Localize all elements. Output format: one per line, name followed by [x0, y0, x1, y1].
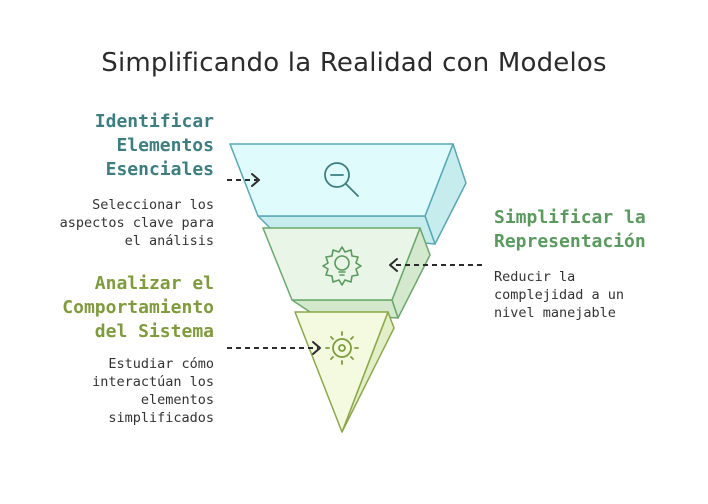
- stage-3-description: Estudiar cómo interactúan los elementos …: [92, 355, 214, 427]
- arrow-stage-2: [389, 258, 482, 272]
- stage-3-description-line: simplificados: [108, 410, 214, 426]
- stage-1-description-line: Seleccionar los: [92, 197, 214, 213]
- stage-2-heading-line: Representación: [494, 231, 646, 252]
- arrow-stage-1: [227, 173, 260, 187]
- arrow-stage-3: [227, 341, 321, 355]
- stage-1-description-line: el análisis: [124, 233, 214, 249]
- stage-2-description-line: nivel manejable: [494, 305, 616, 321]
- stage-1-heading-line: Esenciales: [105, 159, 214, 180]
- stage-3-description-line: interactúan los: [92, 374, 214, 390]
- stage-1-description-line: aspectos clave para: [59, 215, 214, 231]
- stage-1-description: Seleccionar los aspectos clave para el a…: [60, 196, 214, 250]
- stage-3-heading-line: del Sistema: [94, 321, 214, 342]
- funnel-layer-3: [294, 311, 395, 433]
- magnifier-minus-icon: [324, 162, 359, 197]
- gear-lightbulb-icon: [322, 246, 362, 286]
- stage-3-description-line: elementos: [140, 392, 214, 408]
- stage-3-description-line: Estudiar cómo: [108, 356, 214, 372]
- stage-1-heading-line: Identificar: [94, 111, 214, 132]
- stage-3-heading-line: Comportamiento: [62, 297, 214, 318]
- stage-1-heading-line: Elementos: [116, 135, 214, 156]
- stage-3-heading: Analizar el Comportamiento del Sistema: [62, 272, 214, 344]
- stage-2-description-line: complejidad a un: [494, 287, 625, 303]
- funnel-layer-2: [262, 227, 431, 319]
- sun-icon: [325, 331, 359, 365]
- page-title: Simplificando la Realidad con Modelos: [101, 48, 607, 78]
- stage-2-heading: Simplificar la Representación: [494, 206, 646, 254]
- stage-2-description: Reducir la complejidad a un nivel maneja…: [494, 268, 624, 322]
- stage-2-description-line: Reducir la: [494, 269, 576, 285]
- stage-2-heading-line: Simplificar la: [494, 207, 646, 228]
- stage-3-heading-line: Analizar el: [94, 273, 214, 294]
- stage-1-heading: Identificar Elementos Esenciales: [95, 110, 214, 182]
